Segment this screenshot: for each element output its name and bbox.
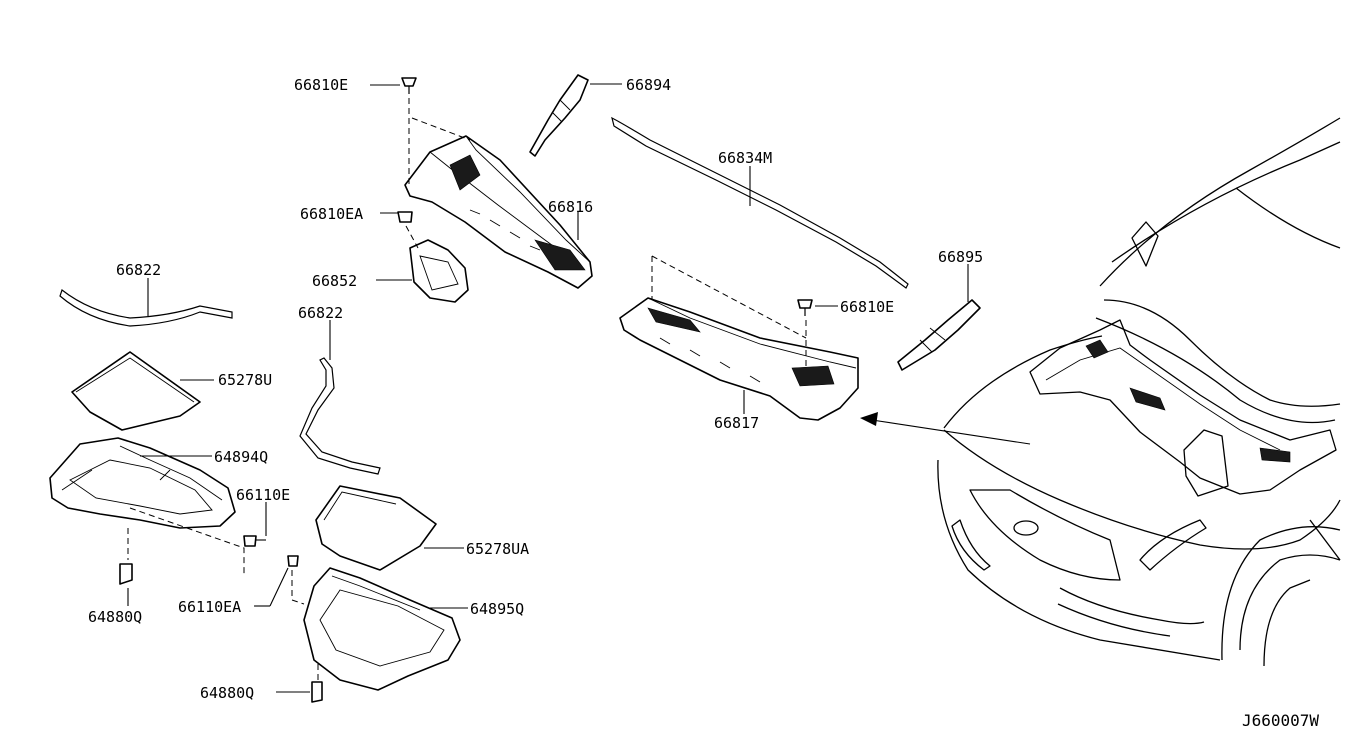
duct-64895q	[303, 567, 461, 691]
cowl-top-panel-66817	[619, 297, 859, 421]
label-64894q: 64894Q	[214, 448, 268, 466]
cover-65278ua	[315, 485, 437, 571]
label-66110ea: 66110EA	[178, 598, 241, 616]
label-66822-left: 66822	[116, 261, 161, 279]
clip-66810ea	[397, 211, 413, 223]
label-66816: 66816	[548, 198, 593, 216]
label-66810e-top: 66810E	[294, 76, 348, 94]
label-64880q-bottom: 64880Q	[200, 684, 254, 702]
label-64880q-left: 64880Q	[88, 608, 142, 626]
duct-64894q	[49, 437, 236, 529]
label-66822-mid: 66822	[298, 304, 343, 322]
label-64895q: 64895Q	[470, 600, 524, 618]
assembly-dash-66110ea	[291, 570, 305, 605]
bracket-66852	[409, 239, 469, 303]
label-66817: 66817	[714, 414, 759, 432]
cover-65278u	[71, 351, 201, 431]
clip-66110ea	[287, 555, 299, 567]
diagram-code: J660007W	[1242, 711, 1319, 730]
assembly-dash-66817	[651, 255, 807, 339]
leader-lines	[127, 83, 969, 693]
label-66810e-mid: 66810E	[840, 298, 894, 316]
label-66110e: 66110E	[236, 486, 290, 504]
weatherstrip-66834m	[611, 116, 909, 289]
clip-66110e	[243, 535, 257, 547]
seal-66894	[529, 74, 589, 157]
direction-arrow	[860, 412, 1031, 445]
label-66810ea: 66810EA	[300, 205, 363, 223]
seal-66895	[897, 299, 981, 371]
label-66895: 66895	[938, 248, 983, 266]
strip-66822-left	[59, 289, 233, 327]
label-66834m: 66834M	[718, 149, 772, 167]
label-66894: 66894	[626, 76, 671, 94]
clip-66810e-mid	[797, 299, 813, 316]
vehicle-front-illustration	[937, 117, 1341, 667]
clip-64880q-bottom	[311, 681, 323, 703]
clip-64880q-left	[119, 563, 133, 585]
label-65278ua: 65278UA	[466, 540, 529, 558]
label-65278u: 65278U	[218, 371, 272, 389]
clip-66810e-top	[401, 77, 417, 94]
label-66852: 66852	[312, 272, 357, 290]
cowl-top-panel-66816	[404, 135, 593, 289]
assembly-dash-66810e	[408, 98, 471, 188]
strip-66822-mid	[299, 357, 381, 475]
assembly-dash-66110e	[129, 507, 245, 576]
assembly-dash-66810ea	[405, 225, 419, 249]
